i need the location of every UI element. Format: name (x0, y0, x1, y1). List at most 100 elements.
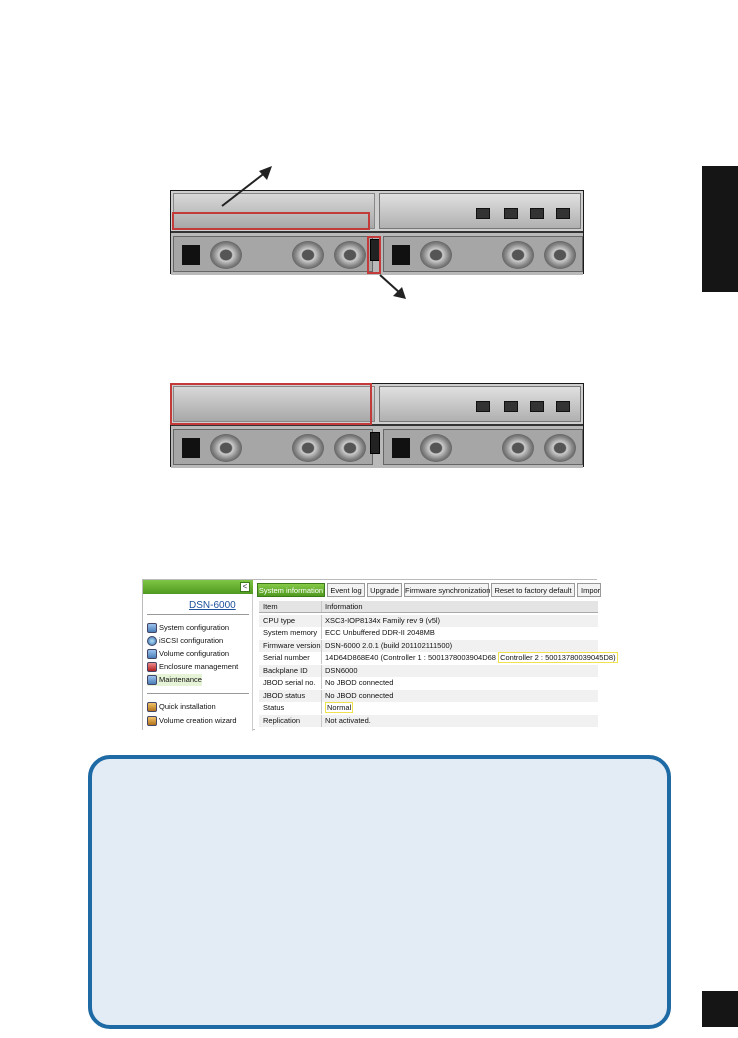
table-row: Firmware version DSN-6000 2.0.1 (build 2… (259, 639, 598, 652)
sidebar-item-system-configuration[interactable]: System configuration (147, 622, 229, 634)
fan (334, 434, 366, 462)
column-divider (321, 702, 322, 715)
divider (147, 693, 249, 694)
gear-icon (147, 623, 157, 633)
table-row: Status Normal (259, 702, 598, 715)
system-information-screenshot: < DSN-6000 System configuration iSCSI co… (142, 579, 618, 731)
sidebar-item-volume-creation-wizard[interactable]: Volume creation wizard (147, 715, 237, 727)
sidebar-item-iscsi-configuration[interactable]: iSCSI configuration (147, 635, 223, 647)
ethernet-port (504, 208, 518, 219)
table-row: Replication Not activated. (259, 714, 598, 727)
quick-install-icon (147, 702, 157, 712)
table-row: System memory ECC Unbuffered DDR-II 2048… (259, 627, 598, 640)
page-number-box (702, 991, 738, 1027)
row-info: ECC Unbuffered DDR-II 2048MB (325, 628, 435, 637)
tab-bar: System information Event log Upgrade Fir… (255, 583, 601, 597)
chassis-rear-photo-2 (170, 383, 584, 468)
power-supply-1 (173, 236, 373, 272)
chassis-rear-photo-1 (170, 190, 584, 275)
wizard-icon (147, 716, 157, 726)
sidebar-item-quick-installation[interactable]: Quick installation (147, 701, 216, 713)
sidebar-item-label: Enclosure management (159, 662, 239, 671)
column-divider (321, 614, 322, 627)
row-info: DSN6000 (325, 665, 358, 675)
fan (292, 241, 324, 269)
table-row: CPU type XSC3-IOP8134x Family rev 9 (v5l… (259, 614, 598, 627)
sidebar-item-maintenance[interactable]: Maintenance (147, 674, 202, 686)
fan (502, 434, 534, 462)
row-item: CPU type (263, 615, 296, 625)
tab-import[interactable]: Impor (577, 583, 601, 597)
sidebar-item-label: System configuration (159, 623, 230, 632)
fan (544, 434, 576, 462)
power-supply-row (171, 233, 583, 275)
sidebar-item-volume-configuration[interactable]: Volume configuration (147, 648, 229, 660)
side-index-tab (702, 166, 738, 292)
column-divider (321, 652, 322, 665)
power-socket (392, 245, 410, 265)
row-item: Status (263, 703, 285, 712)
row-item: Replication (263, 715, 301, 725)
fan (292, 434, 324, 462)
serial-controller-1: 14D64D868E40 (Controller 1 : 50013780039… (325, 653, 496, 662)
fan (544, 241, 576, 269)
column-divider (321, 689, 322, 702)
column-divider (321, 677, 322, 690)
sidebar-header: < (143, 580, 253, 594)
power-supply-2 (383, 429, 583, 465)
blank-slot-highlight (172, 212, 370, 230)
divider (147, 614, 249, 615)
row-info: DSN-6000 2.0.1 (build 201102111500) (325, 640, 453, 650)
column-divider (321, 664, 322, 677)
row-info: Not activated. (325, 715, 371, 725)
tab-upgrade[interactable]: Upgrade (367, 583, 402, 597)
sidebar: < DSN-6000 System configuration iSCSI co… (143, 580, 253, 731)
fan (420, 241, 452, 269)
tab-system-information[interactable]: System information (257, 583, 325, 597)
row-info: No JBOD connected (325, 678, 394, 687)
fan (210, 434, 242, 462)
collapse-icon[interactable]: < (240, 582, 250, 592)
ethernet-port (504, 401, 518, 412)
ethernet-port (530, 208, 544, 219)
tab-event-log[interactable]: Event log (327, 583, 365, 597)
row-info: XSC3-IOP8134x Family rev 9 (v5l) (325, 615, 441, 625)
sidebar-item-enclosure-management[interactable]: Enclosure management (147, 661, 238, 673)
ethernet-port (476, 208, 490, 219)
column-divider (321, 714, 322, 727)
column-header-item: Item (263, 602, 278, 611)
power-supply-row (171, 426, 583, 468)
table-row: Backplane ID DSN6000 (259, 664, 598, 677)
ethernet-port (530, 401, 544, 412)
row-item: JBOD serial no. (263, 678, 316, 687)
row-item: Serial number (263, 653, 310, 662)
power-socket (182, 245, 200, 265)
sidebar-item-label: iSCSI configuration (159, 636, 224, 645)
blank-controller-plate (173, 386, 375, 422)
row-item: Backplane ID (263, 665, 308, 675)
column-divider (321, 639, 322, 652)
volume-icon (147, 649, 157, 659)
row-info: No JBOD connected (325, 690, 394, 700)
column-divider (321, 601, 322, 613)
tab-reset-to-factory-default[interactable]: Reset to factory default (491, 583, 575, 597)
table-row: JBOD status No JBOD connected (259, 689, 598, 702)
maintenance-icon (147, 675, 157, 685)
main-panel: System information Event log Upgrade Fir… (255, 580, 618, 731)
power-socket (392, 438, 410, 458)
controller-slot-highlight (170, 383, 372, 425)
fan (420, 434, 452, 462)
row-info: 14D64D868E40 (Controller 1 : 50013780039… (325, 652, 618, 664)
column-divider (321, 627, 322, 640)
table-row: JBOD serial no. No JBOD connected (259, 677, 598, 690)
note-box (88, 755, 671, 1029)
tab-firmware-synchronization[interactable]: Firmware synchronization (404, 583, 490, 597)
row-item: Firmware version (263, 640, 321, 650)
column-header-information: Information (325, 602, 363, 611)
switch-highlight (367, 236, 381, 274)
row-info: Normal (325, 702, 354, 714)
sidebar-item-label: Quick installation (159, 702, 216, 711)
product-logo[interactable]: DSN-6000 (189, 600, 236, 611)
enclosure-icon (147, 662, 157, 672)
controller-module (379, 193, 581, 229)
